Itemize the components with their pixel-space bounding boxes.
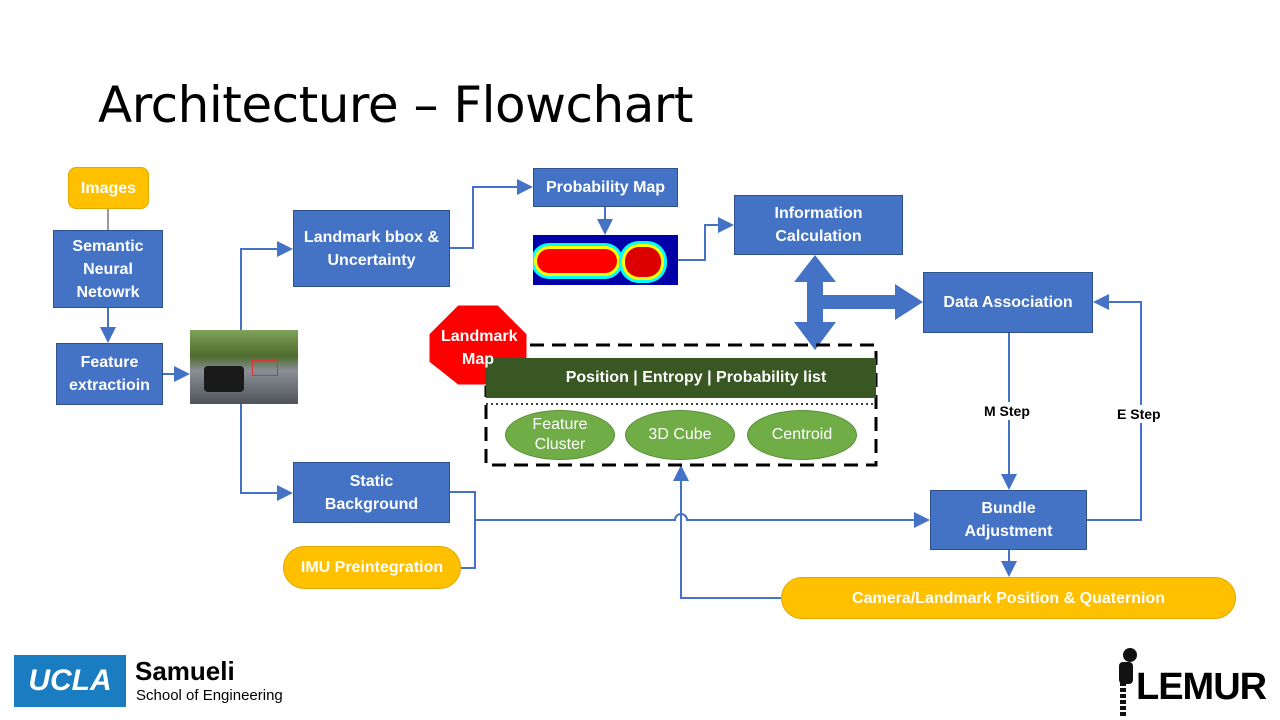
m-step-label: M Step <box>982 402 1032 420</box>
information-calculation-node: Information Calculation <box>734 195 903 255</box>
landmark-map-header: Position | Entropy | Probability list <box>486 358 876 398</box>
camera-landmark-node: Camera/Landmark Position & Quaternion <box>781 577 1236 619</box>
ucla-logo: UCLA <box>14 655 126 707</box>
feature-cluster-ellipse: Feature Cluster <box>505 410 615 460</box>
lemur-logo: LEMUR <box>1136 666 1267 708</box>
landmark-map-dashed-border <box>484 343 878 467</box>
e-step-label: E Step <box>1115 405 1163 423</box>
school-logo-text: School of Engineering <box>136 687 283 704</box>
data-association-node: Data Association <box>923 272 1093 333</box>
landmark-bbox-node: Landmark bbox & Uncertainty <box>293 210 450 287</box>
lemur-mascot-icon <box>1117 648 1139 716</box>
street-scene-image <box>190 330 298 404</box>
static-background-node: Static Background <box>293 462 450 523</box>
images-node: Images <box>68 167 149 209</box>
landmark-map-badge: Landmark Map <box>441 328 518 368</box>
imu-preintegration-node: IMU Preintegration <box>283 546 461 589</box>
feature-extraction-node: Feature extractioin <box>56 343 163 405</box>
probability-heatmap-image <box>533 235 678 285</box>
centroid-ellipse: Centroid <box>747 410 857 460</box>
semantic-network-node: Semantic Neural Netowrk <box>53 230 163 308</box>
3d-cube-ellipse: 3D Cube <box>625 410 735 460</box>
double-arrow-info-landmark-data <box>794 255 923 350</box>
samueli-logo-text: Samueli <box>135 656 235 686</box>
bundle-adjustment-node: Bundle Adjustment <box>930 490 1087 550</box>
probability-map-node: Probability Map <box>533 168 678 207</box>
page-title: Architecture – Flowchart <box>98 76 694 134</box>
